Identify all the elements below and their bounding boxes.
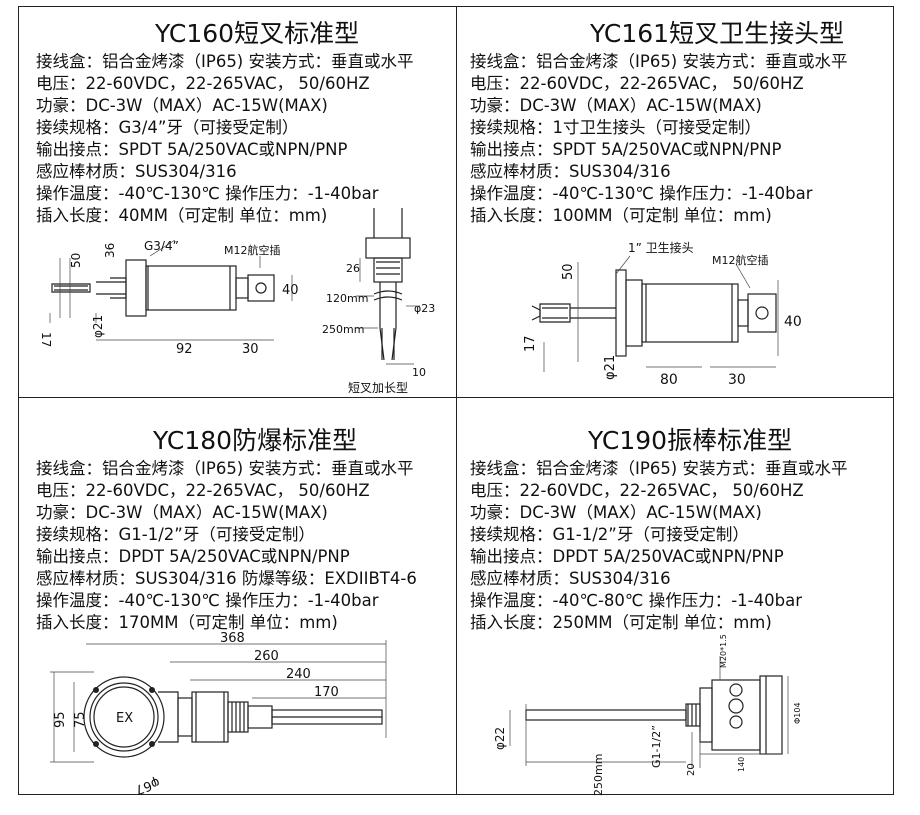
dimension-lines (50, 640, 387, 763)
spec-line: 操作温度：-40℃-80℃ 操作压力：-1-40bar (470, 591, 802, 610)
spec-line: 输出接点：DPDT 5A/250VAC或NPN/PNP (36, 547, 350, 566)
spec-line: 操作温度：-40℃-130℃ 操作压力：-1-40bar (36, 591, 379, 610)
drawing-caption: 短叉加长型 (348, 381, 408, 395)
dimension-lines (49, 239, 293, 341)
dim-label: 120mm (326, 292, 368, 305)
dim-label: 170 (314, 685, 339, 700)
sensor-body (531, 269, 777, 357)
thread-label: G3/4” (144, 239, 179, 253)
ex-mark: EX (116, 711, 133, 726)
spec-line: 功豪：DC-3W（MAX）AC-15W(MAX) (36, 503, 328, 522)
dimension-lines (543, 255, 779, 372)
dim-label: Φ104 (793, 702, 802, 724)
dim-label: 20 (686, 763, 697, 776)
connector-label: M12航空插 (224, 243, 281, 257)
dim-label: 240 (286, 667, 311, 682)
spec-line: 输出接点：DPDT 5A/250VAC或NPN/PNP (470, 547, 784, 566)
dim-label: 36 (103, 243, 117, 258)
spec-line: 插入长度：100MM（可定制 单位：mm) (470, 206, 772, 225)
spec-line: 接线盒：铝合金烤漆（IP65) 安装方式：垂直或水平 (470, 52, 848, 71)
spec-line: 输出接点：SPDT 5A/250VAC或NPN/PNP (36, 140, 348, 159)
dim-label: 95 (53, 711, 68, 728)
dim-label: 10 (412, 366, 426, 379)
yc161-drawing: 1” 卫生接头 M12航空插 50 17 φ21 80 30 40 (523, 240, 802, 388)
dim-label: 30 (728, 372, 746, 388)
spec-line: 接续规格：G1-1/2”牙（可接受定制） (470, 525, 749, 544)
dim-label: 368 (220, 631, 245, 646)
spec-line: 接线盒：铝合金烤漆（IP65) 安装方式：垂直或水平 (36, 52, 414, 71)
dim-label: 250mm (592, 754, 605, 796)
spec-line: 接线盒：铝合金烤漆（IP65) 安装方式：垂直或水平 (470, 459, 848, 478)
dim-label: φ23 (414, 302, 435, 315)
panel-title: YC160短叉标准型 (155, 19, 360, 48)
side-dimension-lines (356, 258, 420, 365)
spec-line: 操作温度：-40℃-130℃ 操作压力：-1-40bar (36, 184, 379, 203)
dim-label: 250mm (322, 323, 364, 336)
spec-line: 功豪：DC-3W（MAX）AC-15W(MAX) (470, 96, 762, 115)
connector-label: M12航空插 (712, 253, 769, 267)
spec-line: 感应棒材质：SUS304/316 (470, 162, 671, 181)
dim-label: φ21 (603, 355, 618, 380)
spec-line: 接续规格：G3/4”牙（可接受定制） (36, 118, 299, 137)
panel-title: YC161短叉卫生接头型 (590, 19, 845, 48)
dim-label: 17 (523, 335, 538, 352)
spec-line: 电压：22-60VDC，22-265VAC， 50/60HZ (470, 74, 804, 93)
dim-label: 40 (282, 283, 299, 298)
dim-label: 50 (561, 263, 576, 280)
dimension-lines (509, 656, 789, 768)
dim-label: 260 (254, 649, 279, 664)
spec-line: 电压：22-60VDC，22-265VAC， 50/60HZ (470, 481, 804, 500)
spec-line: 输出接点：SPDT 5A/250VAC或NPN/PNP (470, 140, 782, 159)
spec-line: 接续规格：1寸卫生接头（可接受定制） (470, 118, 761, 137)
yc190-drawing: M20*1.5 Φ104 φ22 G1-1/2” 250mm 20 140 (493, 634, 802, 796)
dim-label: φ21 (91, 315, 105, 338)
dim-label: 40 (784, 314, 802, 330)
dim-label: 92 (176, 342, 193, 357)
spec-line: 功豪：DC-3W（MAX）AC-15W(MAX) (470, 503, 762, 522)
explosion-proof-housing (83, 676, 383, 758)
dim-label: 30 (242, 342, 259, 357)
dim-label: 26 (346, 262, 360, 275)
yc180-drawing: EX 368 260 240 170 95 75 φ67 (50, 631, 387, 797)
spec-line: 感应棒材质：SUS304/316 (36, 162, 237, 181)
housing-bolts (93, 687, 155, 747)
spec-line: 功豪：DC-3W（MAX）AC-15W(MAX) (36, 96, 328, 115)
dim-label: G1-1/2” (650, 725, 663, 768)
panel-divider-vertical (456, 6, 457, 795)
dim-label: 50 (69, 253, 83, 268)
spec-line: 接线盒：铝合金烤漆（IP65) 安装方式：垂直或水平 (36, 459, 414, 478)
panel-title: YC180防爆标准型 (153, 426, 358, 455)
spec-line: 接续规格：G1-1/2”牙（可接受定制） (36, 525, 315, 544)
spec-line: 感应棒材质：SUS304/316 (470, 569, 671, 588)
spec-line: 电压：22-60VDC，22-265VAC， 50/60HZ (36, 481, 370, 500)
sensor-body (51, 259, 275, 317)
dim-label: 75 (73, 711, 88, 728)
spec-line: 插入长度：250MM（可定制 单位：mm) (470, 613, 772, 632)
extended-fork-view (365, 208, 411, 361)
spec-line: 插入长度：170MM（可定制 单位：mm) (36, 613, 338, 632)
spec-line: 感应棒材质：SUS304/316 防爆等级：EXDIIBT4-6 (36, 569, 417, 588)
spec-line: 操作温度：-40℃-130℃ 操作压力：-1-40bar (470, 184, 813, 203)
dim-label: M20*1.5 (719, 634, 728, 668)
fitting-label: 1” 卫生接头 (628, 240, 694, 255)
dim-label: φ22 (493, 727, 507, 750)
spec-line: 电压：22-60VDC，22-265VAC， 50/60HZ (36, 74, 370, 93)
dim-label: 140 (737, 757, 746, 772)
yc160-drawing: G3/4” M12航空插 36 50 17 φ21 92 30 40 (39, 208, 435, 395)
panel-divider-horizontal (18, 397, 894, 398)
dim-label: 80 (660, 372, 678, 388)
spec-line: 插入长度：40MM（可定制 单位：mm) (36, 206, 328, 225)
panel-title: YC190振棒标准型 (588, 426, 793, 455)
dim-label: 17 (39, 332, 53, 347)
